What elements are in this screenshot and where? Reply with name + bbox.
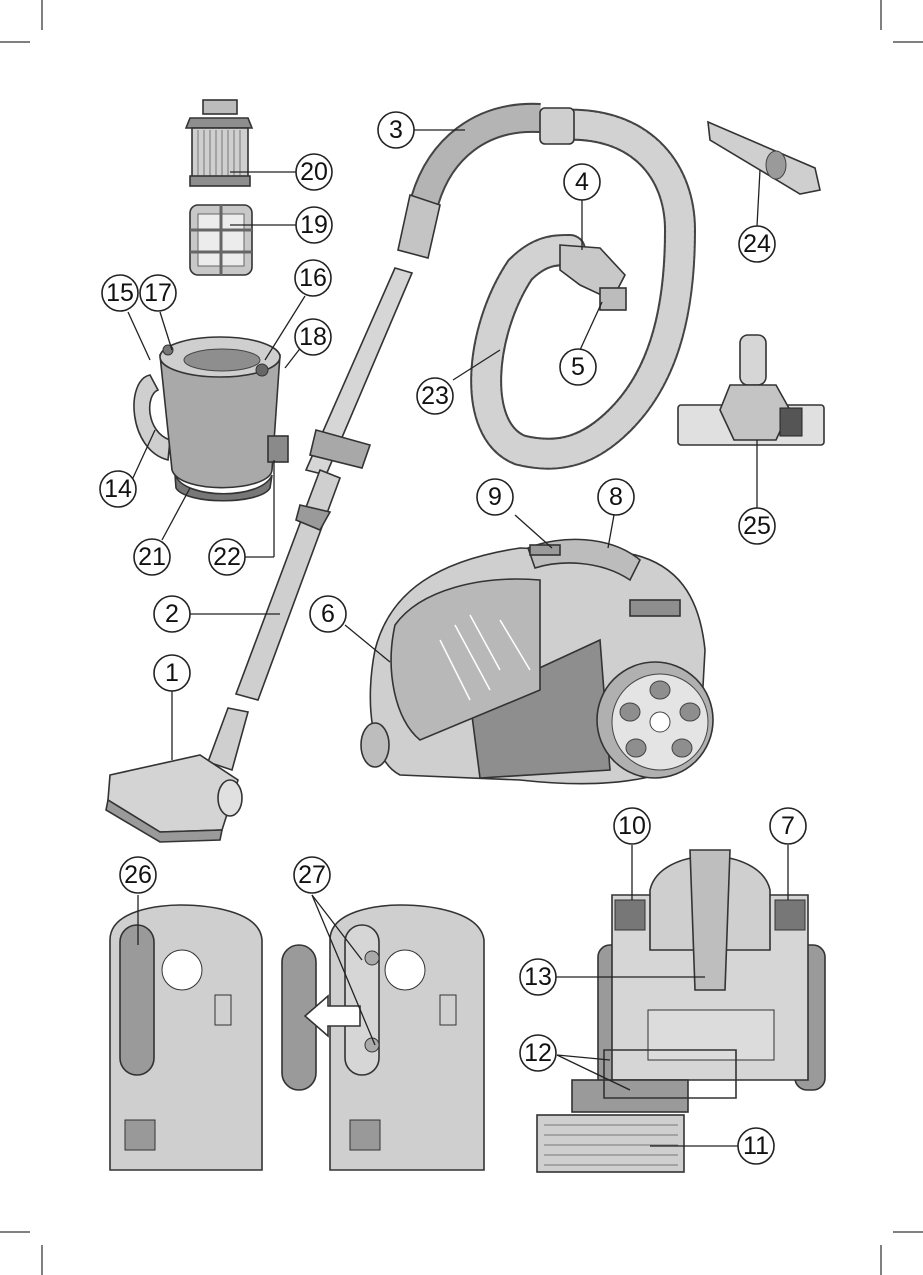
floor-nozzle <box>678 335 824 445</box>
callout-20: 20 <box>296 154 332 190</box>
callout-13-text: 13 <box>524 963 552 991</box>
callout-14-text: 14 <box>104 475 132 503</box>
callout-8-text: 8 <box>609 483 623 511</box>
callout-14: 14 <box>100 471 136 507</box>
bottom-view-with-accessory <box>110 905 262 1170</box>
callout-22: 22 <box>209 539 245 575</box>
callout-13: 13 <box>520 959 556 995</box>
callout-10: 10 <box>614 808 650 844</box>
callout-22-text: 22 <box>213 543 241 571</box>
callout-18: 18 <box>295 319 331 355</box>
floor-brush <box>106 708 248 842</box>
callout-4: 4 <box>564 164 600 200</box>
callout-2-text: 2 <box>165 600 179 628</box>
callout-12: 12 <box>520 1035 556 1071</box>
bottom-view-accessory-removed <box>282 905 484 1170</box>
callout-24-text: 24 <box>743 230 771 258</box>
callout-11-text: 11 <box>743 1132 769 1160</box>
callout-12-text: 12 <box>524 1039 552 1067</box>
callout-23: 23 <box>417 378 453 414</box>
callout-11: 11 <box>738 1128 774 1164</box>
callout-6: 6 <box>310 596 346 632</box>
callout-15-text: 15 <box>106 279 134 307</box>
callout-27: 27 <box>294 857 330 893</box>
callout-19-text: 19 <box>300 211 328 239</box>
callout-24: 24 <box>739 226 775 262</box>
callout-16-text: 16 <box>299 264 327 292</box>
mesh-filter <box>190 205 252 275</box>
callout-2: 2 <box>154 596 190 632</box>
callout-16: 16 <box>295 260 331 296</box>
callout-26-text: 26 <box>124 861 152 889</box>
callout-21-text: 21 <box>138 543 166 571</box>
callout-26: 26 <box>120 857 156 893</box>
callout-25-text: 25 <box>743 512 771 540</box>
rear-view <box>537 850 825 1172</box>
callout-5-text: 5 <box>571 353 585 381</box>
callout-5: 5 <box>560 349 596 385</box>
callout-8: 8 <box>598 479 634 515</box>
callout-4-text: 4 <box>575 168 589 196</box>
callout-6-text: 6 <box>321 600 335 628</box>
callout-3-text: 3 <box>389 116 403 144</box>
callout-15: 15 <box>102 275 138 311</box>
dust-container <box>134 337 288 501</box>
callout-19: 19 <box>296 207 332 243</box>
callout-1-text: 1 <box>165 659 179 687</box>
callout-1: 1 <box>154 655 190 691</box>
callout-9-text: 9 <box>488 483 502 511</box>
callout-3: 3 <box>378 112 414 148</box>
vacuum-main-unit <box>361 539 713 783</box>
callout-7: 7 <box>770 808 806 844</box>
callout-17: 17 <box>140 275 176 311</box>
callout-18-text: 18 <box>299 323 327 351</box>
callout-17-text: 17 <box>144 279 172 307</box>
callout-20-text: 20 <box>300 158 328 186</box>
callout-27-text: 27 <box>298 861 326 889</box>
callout-21: 21 <box>134 539 170 575</box>
callout-25: 25 <box>739 508 775 544</box>
callout-23-text: 23 <box>421 382 449 410</box>
callout-10-text: 10 <box>618 812 646 840</box>
cylindrical-filter <box>186 100 252 186</box>
callout-9: 9 <box>477 479 513 515</box>
crevice-nozzle <box>708 122 820 194</box>
callout-7-text: 7 <box>781 812 795 840</box>
